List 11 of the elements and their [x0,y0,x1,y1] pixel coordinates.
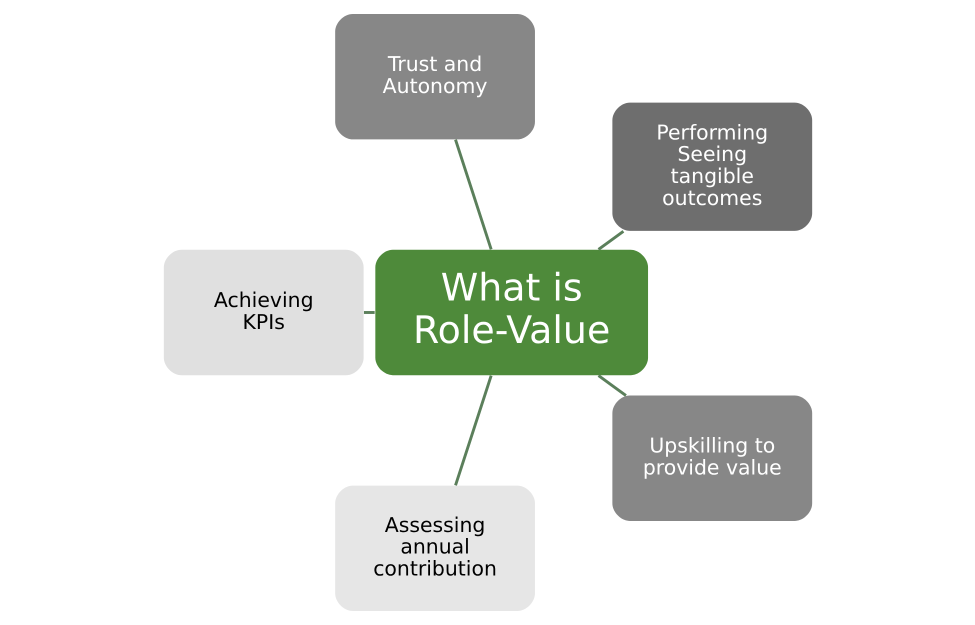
node-box: Upskilling to provide value [612,396,812,521]
connector [597,230,624,251]
connector [454,139,492,250]
node-box: Trust and Autonomy [334,14,534,140]
node-box: What is Role-Value [374,250,648,376]
connector [454,375,492,486]
connector [363,311,374,314]
connector [597,374,626,397]
node-box: Assessing annual contribution [334,486,534,612]
node-box: Achieving KPIs [163,250,364,376]
node-box: Performing Seeing tangible outcomes [612,102,812,231]
